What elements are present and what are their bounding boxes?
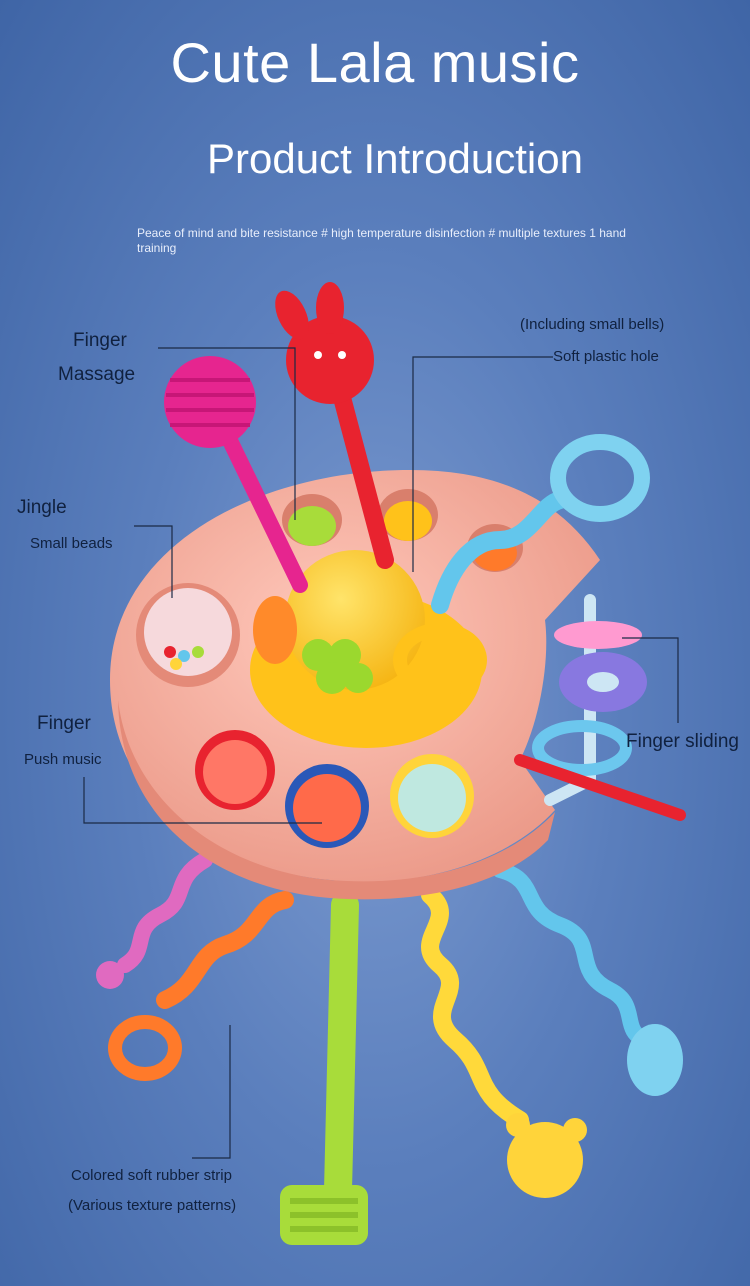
- label-finger-massage-2: Massage: [58, 364, 136, 385]
- label-soft-hole: Soft plastic hole: [553, 348, 659, 365]
- label-bells-note: (Including small bells): [520, 316, 665, 333]
- yellow-ring: [393, 623, 487, 697]
- label-finger-massage-1: Finger: [73, 330, 127, 351]
- push-music-leader: [83, 777, 322, 824]
- orange-teether: [253, 596, 297, 664]
- cyan-strip-bottom: [492, 862, 683, 1096]
- red-rabbit-stick: [275, 282, 394, 569]
- page-subtitle: Product Introduction: [207, 135, 583, 182]
- label-small-beads: Small beads: [30, 535, 113, 552]
- page-title: Cute Lala music: [170, 31, 580, 94]
- push-buttons: [195, 730, 474, 848]
- label-strip-2: (Various texture patterns): [68, 1197, 237, 1214]
- finger-sliding-leader: [622, 637, 679, 723]
- cyan-ring-strip: [431, 434, 650, 614]
- strip-leader: [192, 1025, 231, 1159]
- magenta-stick: [164, 356, 308, 593]
- bead-window: [136, 583, 240, 687]
- label-finger-push-2: Push music: [24, 751, 102, 768]
- soft-hole-leader: [412, 356, 553, 572]
- jingle-leader: [134, 525, 173, 598]
- finger-massage-leader: [158, 347, 296, 520]
- label-finger-sliding: Finger sliding: [626, 731, 739, 752]
- pink-strip: [96, 852, 213, 989]
- label-strip-1: Colored soft rubber strip: [71, 1167, 232, 1184]
- green-strip: [280, 891, 368, 1245]
- yellow-strip: [421, 886, 587, 1198]
- sliding-rings: [514, 594, 686, 821]
- intro-text: Peace of mind and bite resistance # high…: [137, 226, 626, 255]
- green-grapes: [302, 639, 373, 694]
- orange-strip: [108, 891, 294, 1081]
- label-jingle: Jingle: [17, 497, 67, 518]
- label-finger-push-1: Finger: [37, 713, 91, 734]
